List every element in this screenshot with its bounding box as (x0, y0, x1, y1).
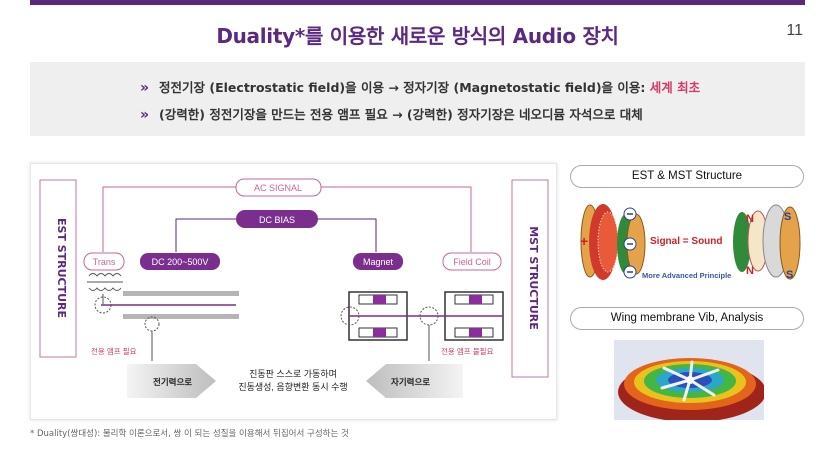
ac-line-right (321, 186, 472, 252)
center-text-line1: 진동판 스스로 가동하며 (249, 369, 337, 379)
top-accent-bar (30, 0, 805, 5)
chevron-right-icon: » (140, 80, 150, 96)
summary-bullet-2: » (강력한) 정전기장을 만드는 전용 앰프 필요 → (강력한) 정자기장은 … (140, 104, 643, 123)
field-coil-label: Field Coil (453, 257, 491, 267)
mst-structure-label: MST STRUCTURE (527, 226, 540, 330)
mst-disc-back (779, 206, 801, 280)
trans-pill (83, 252, 125, 271)
bullet2-text: (강력한) 정전기장을 만드는 전용 앰프 필요 → (강력한) 정자기장은 네… (159, 107, 643, 122)
dc-line-right (318, 218, 377, 252)
center-text-line2: 진동생성, 음향변환 동시 수행 (238, 381, 347, 392)
dc-voltage-label: DC 200~500V (152, 257, 209, 267)
page-title: Duality*를 이용한 새로운 방식의 Audio 장치 (216, 24, 619, 48)
ac-signal-pill (235, 178, 322, 197)
plus-icon: + (580, 233, 588, 249)
dc-bias-pill (236, 210, 318, 228)
wing-spokes (660, 360, 720, 402)
est-mst-structure-label: EST & MST Structure (570, 165, 804, 188)
footnote: * Duality(쌍대성): 물리학 이론으로서, 쌍 이 되는 성질을 이용… (30, 429, 349, 439)
chevron-right-icon: » (140, 107, 150, 123)
electric-force-label: 전기력으로 (153, 377, 192, 387)
est-mst-diagram: EST STRUCTURE MST STRUCTURE AC SIGNAL DC… (30, 163, 557, 420)
field-coil-pill (442, 252, 502, 271)
amp-not-required-label: 전용 앰프 불필요 (441, 346, 494, 356)
est-disc-mesh (597, 211, 619, 273)
south-pole-label: S (786, 269, 793, 281)
electric-force-arrow (127, 364, 216, 398)
more-advanced-label: More Advanced Principle (642, 271, 731, 280)
est-mst-illustration: + Signal = Sound More Advanced Principle… (580, 204, 801, 281)
page-number: 11 (786, 22, 803, 39)
diagram-svg: EST STRUCTURE MST STRUCTURE AC SIGNAL DC… (39, 178, 549, 398)
bullet1-text: 정전기장 (Electrostatic field)을 이용 → 정자기장 (M… (159, 80, 650, 95)
wing-membrane-analysis-image (614, 340, 764, 420)
north-pole-label: N (746, 265, 754, 277)
summary-box: » 정전기장 (Electrostatic field)을 이용 → 정자기장 (… (30, 62, 805, 136)
est-side-panel (39, 179, 77, 358)
dc-bias-label: DC BIAS (259, 215, 295, 225)
signal-sound-label: Signal = Sound (650, 236, 723, 247)
bullet1-highlight: 세계 최초 (649, 80, 701, 95)
mst-side-panel (511, 179, 549, 378)
magnetic-force-arrow (366, 364, 463, 398)
north-pole-label: N (746, 213, 754, 225)
trans-label: Trans (93, 257, 116, 267)
south-pole-label: S (784, 211, 791, 223)
amp-required-label: 전용 앰프 필요 (91, 346, 137, 356)
dc-voltage-pill (140, 253, 220, 270)
magnet-label: Magnet (363, 257, 394, 267)
magnet-pill (353, 253, 403, 270)
mst-magnet-icon (340, 291, 504, 341)
mst-membrane (733, 212, 751, 272)
wing-membrane-label: Wing membrane Vib, Analysis (570, 307, 804, 330)
ac-signal-label: AC SIGNAL (254, 183, 302, 193)
est-structure-label: EST STRUCTURE (55, 218, 68, 318)
est-plates-icon (94, 291, 239, 332)
summary-bullet-1: » 정전기장 (Electrostatic field)을 이용 → 정자기장 (… (140, 77, 700, 96)
transformer-icon (87, 273, 123, 304)
ac-line-left (102, 186, 236, 252)
dc-line-left (175, 218, 236, 252)
magnetic-force-label: 자기력으로 (391, 377, 430, 387)
